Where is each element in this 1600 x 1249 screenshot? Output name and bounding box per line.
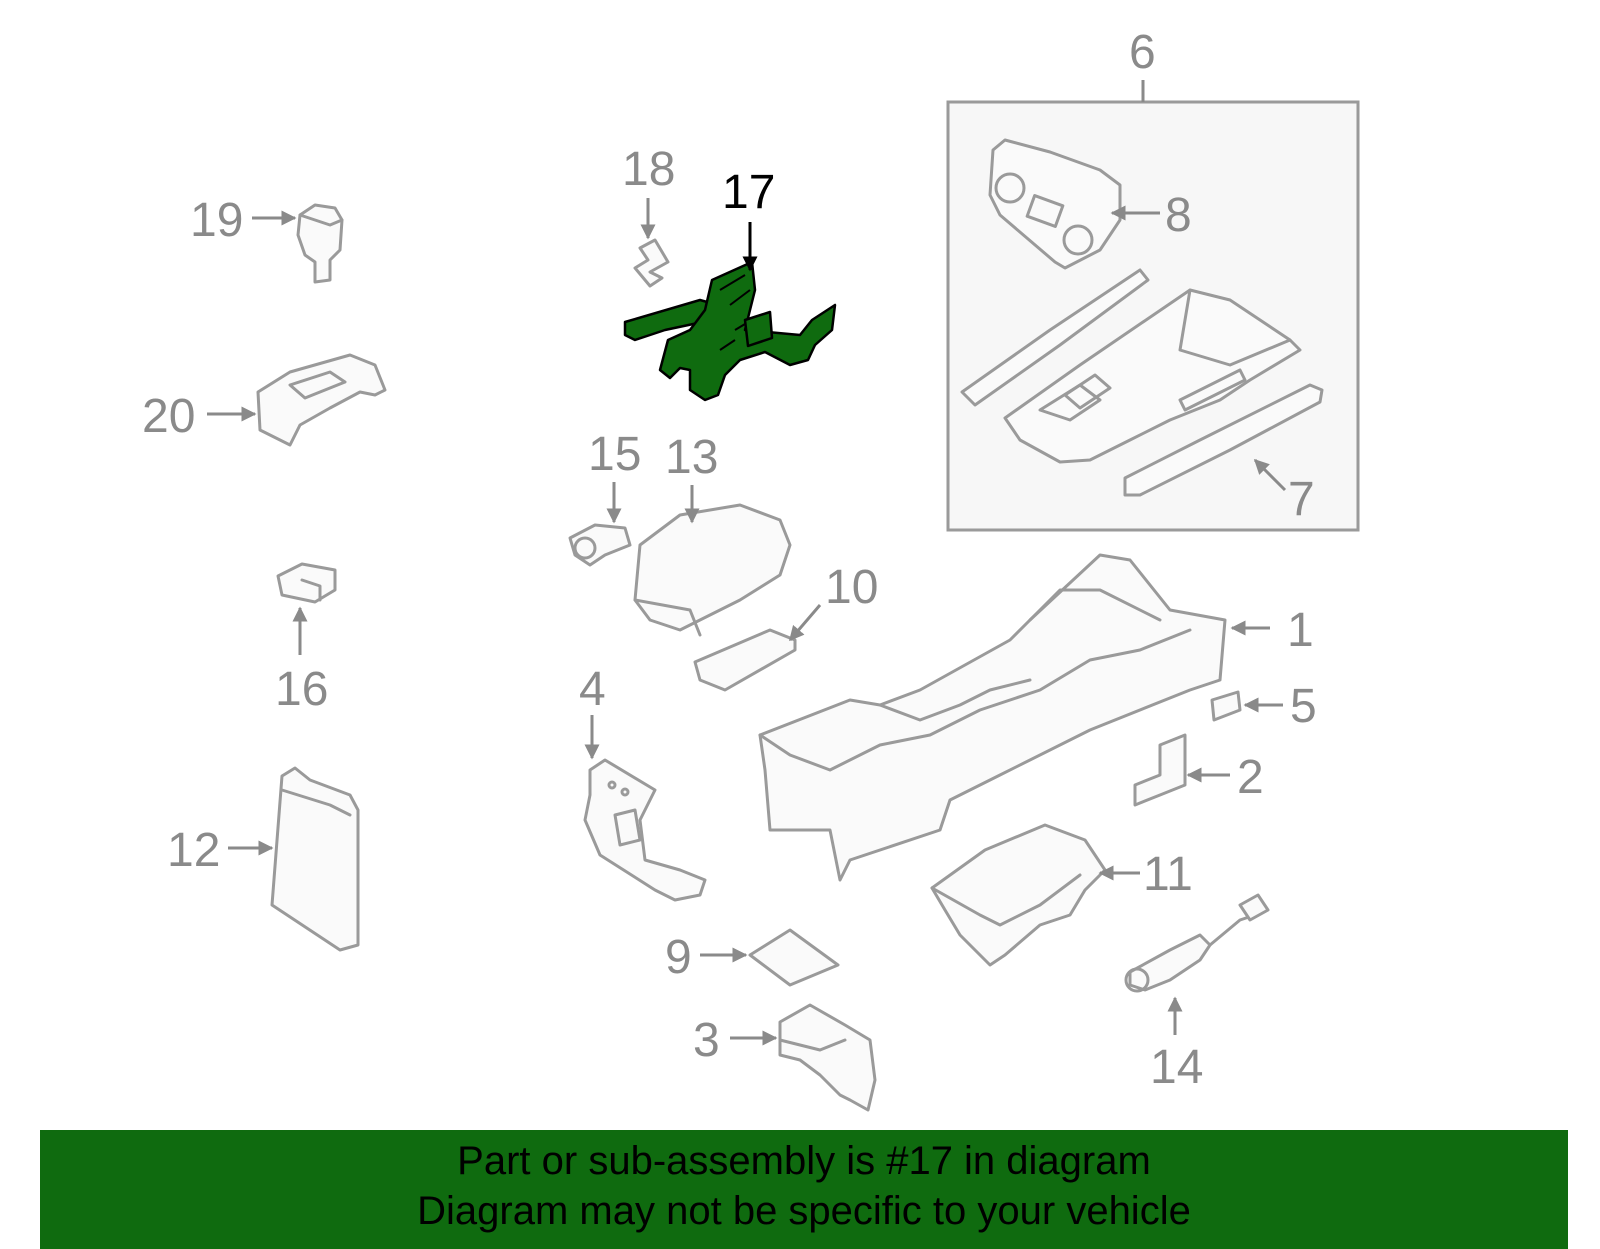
- banner-line-2: Diagram may not be specific to your vehi…: [417, 1189, 1191, 1233]
- callout-11: 11: [1143, 848, 1193, 901]
- callout-14: 14: [1150, 1041, 1203, 1094]
- part-7-side-trim[interactable]: [1123, 383, 1324, 497]
- part-18-clip[interactable]: [633, 238, 670, 288]
- callout-4: 4: [579, 663, 606, 716]
- part-5-pad[interactable]: [1210, 690, 1242, 722]
- part-14-lighter[interactable]: [1124, 893, 1270, 993]
- parts-diagram: 1 2 3 4 5 6 7 8 9 10 11 12 13 14 15 16 1…: [142, 26, 1360, 1112]
- part-9-pad[interactable]: [748, 928, 840, 987]
- part-4-bracket[interactable]: [583, 758, 707, 902]
- part-13-armrest[interactable]: [633, 503, 792, 637]
- callout-7: 7: [1288, 473, 1315, 526]
- callout-3: 3: [693, 1014, 720, 1067]
- part-12-side-panel[interactable]: [270, 766, 360, 952]
- part-10-trim[interactable]: [693, 628, 797, 692]
- info-banner: Part or sub-assembly is #17 in diagram D…: [40, 1130, 1568, 1249]
- callout-16: 16: [275, 663, 328, 716]
- part-6-console-trim[interactable]: [960, 268, 1302, 464]
- part-15-socket[interactable]: [568, 523, 632, 567]
- leader-7: [1253, 458, 1287, 492]
- callout-18: 18: [622, 143, 675, 196]
- part-11-tray[interactable]: [930, 823, 1107, 967]
- leader-10: [788, 604, 822, 642]
- part-19-shift-knob[interactable]: [296, 203, 344, 284]
- callout-13: 13: [665, 431, 718, 484]
- callout-19: 19: [190, 194, 243, 247]
- callout-5: 5: [1290, 680, 1317, 733]
- part-2-pad[interactable]: [1133, 733, 1187, 807]
- part-20-shift-bezel[interactable]: [256, 353, 387, 447]
- callout-15: 15: [588, 428, 641, 481]
- banner-line-1: Part or sub-assembly is #17 in diagram: [457, 1139, 1151, 1183]
- callout-9: 9: [665, 931, 692, 984]
- callout-2: 2: [1237, 751, 1264, 804]
- callout-6: 6: [1129, 26, 1156, 79]
- part-1-center-console[interactable]: [758, 553, 1227, 882]
- callout-20: 20: [142, 390, 195, 443]
- part-8-climate-panel[interactable]: [988, 138, 1122, 270]
- part-3-holder[interactable]: [778, 1003, 877, 1112]
- callout-12: 12: [167, 824, 220, 877]
- part-17-parking-brake[interactable]: [623, 260, 837, 402]
- callout-8: 8: [1165, 189, 1192, 242]
- callout-1: 1: [1287, 604, 1314, 657]
- callout-10: 10: [825, 561, 878, 614]
- part-16-switch[interactable]: [276, 562, 337, 604]
- callout-17: 17: [722, 166, 775, 219]
